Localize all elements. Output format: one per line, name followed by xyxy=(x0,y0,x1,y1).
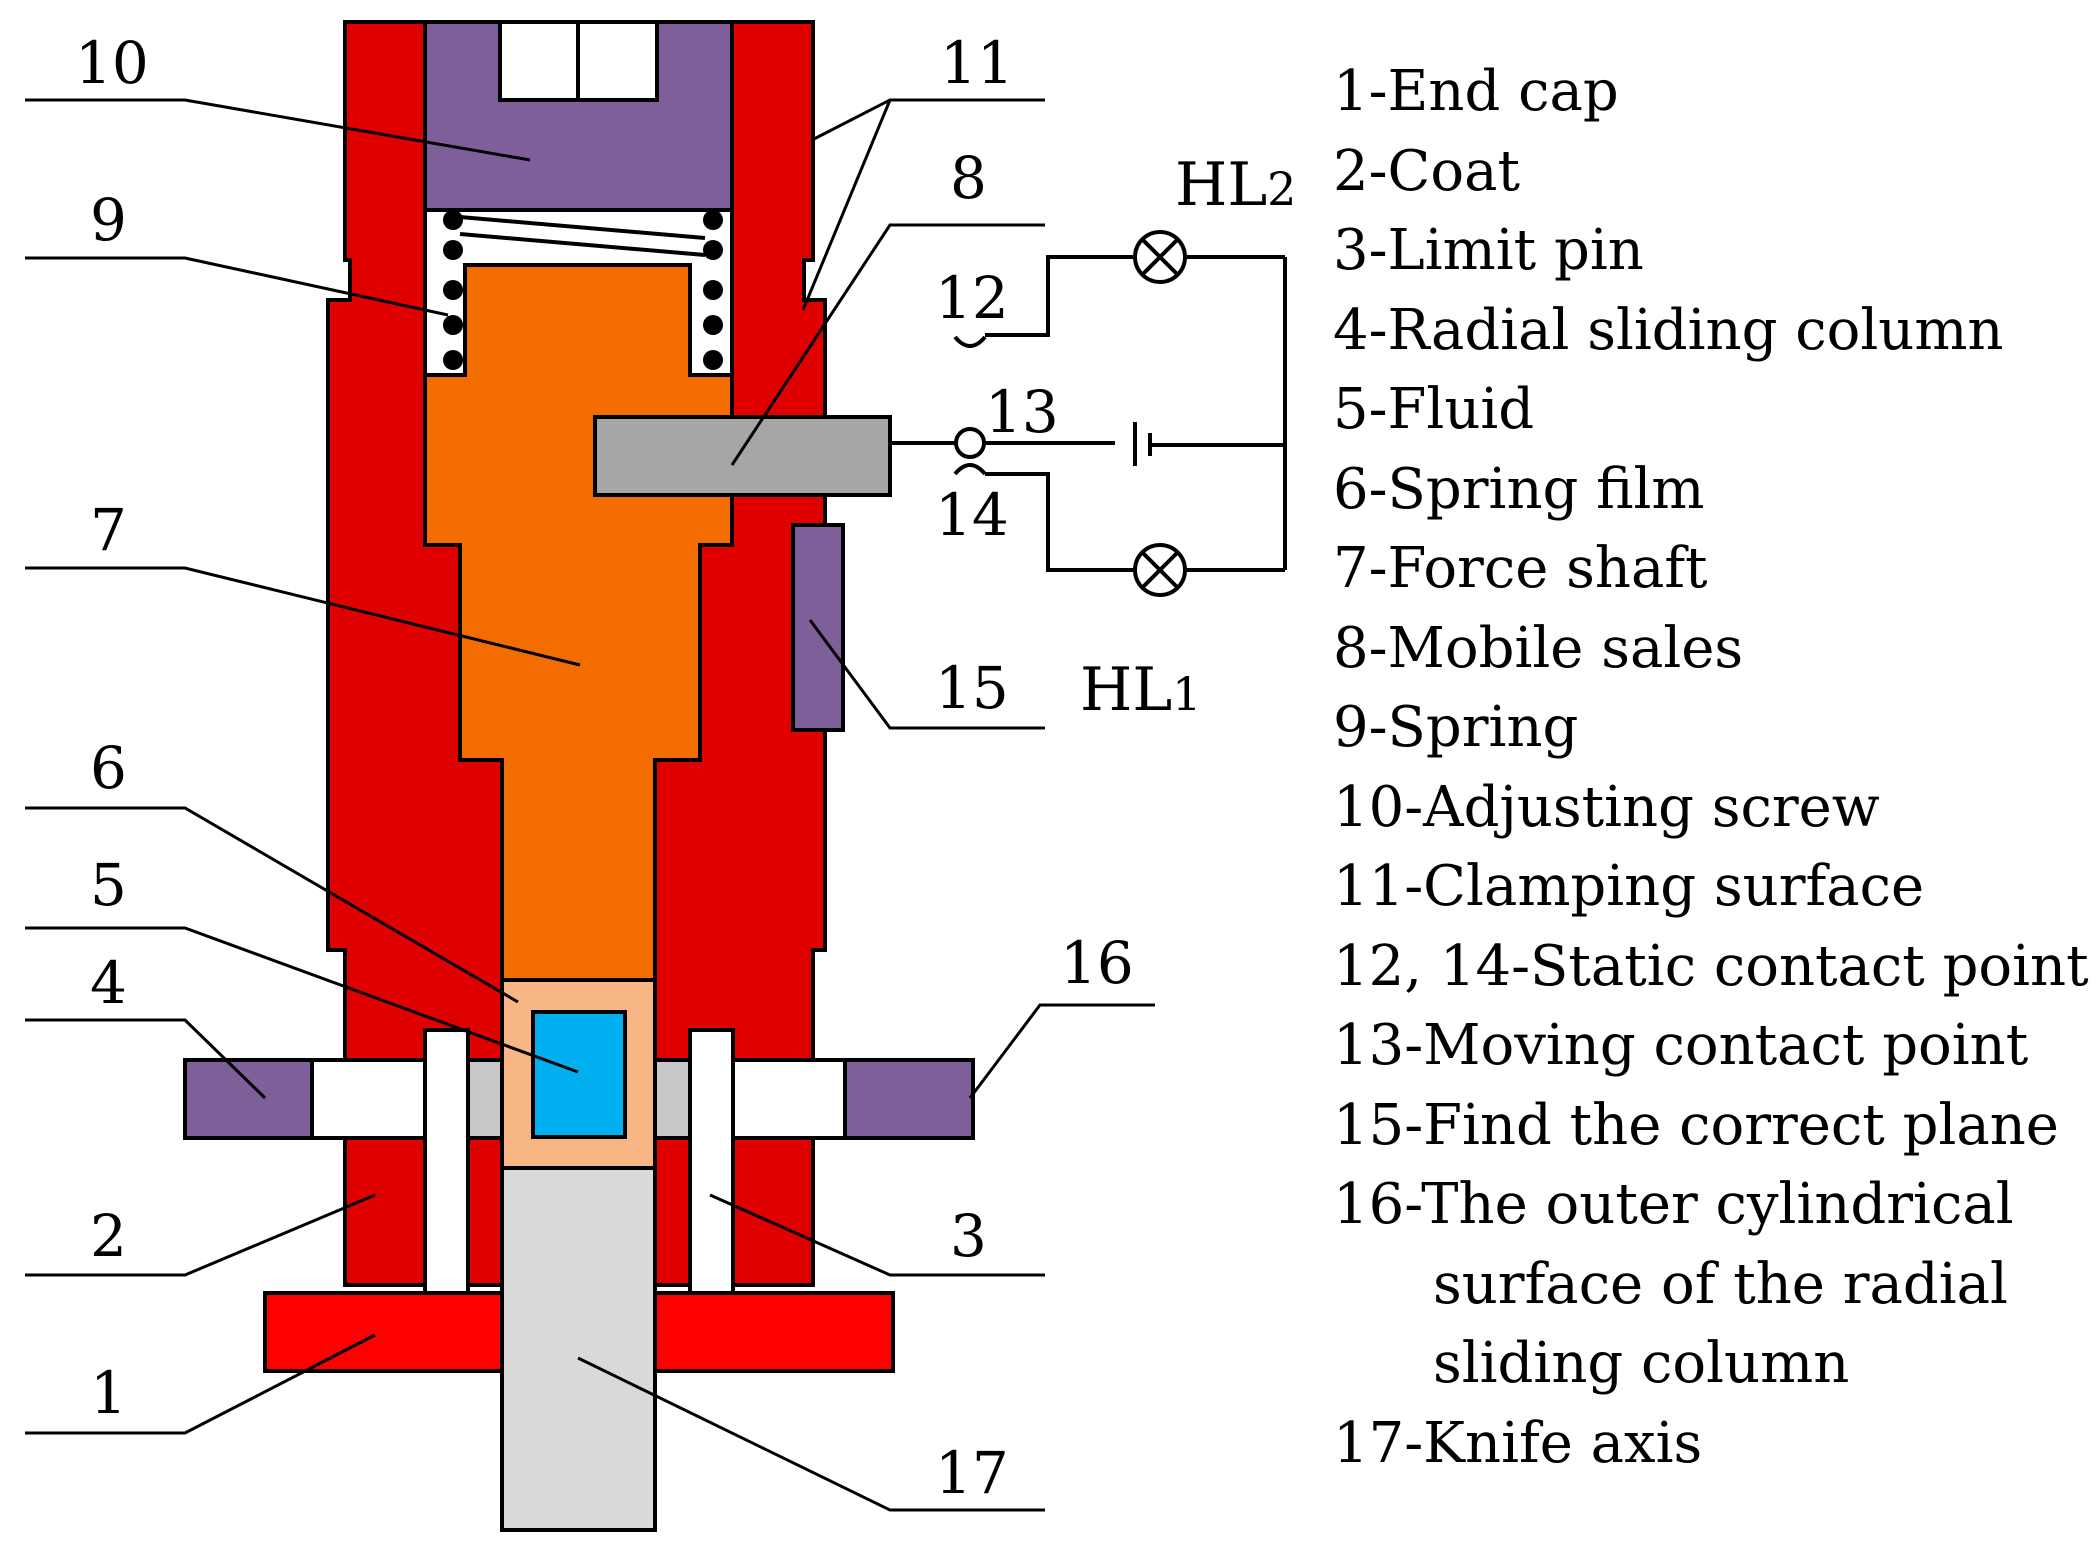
limit-pin-right xyxy=(688,1028,735,1297)
callout-9: 9 xyxy=(90,186,127,254)
legend-item: 8-Mobile sales xyxy=(1333,615,1744,681)
legend-item: 12, 14-Static contact point xyxy=(1333,933,2089,999)
callout-13: 13 xyxy=(985,378,1059,446)
label-hl2: HL2 xyxy=(1175,150,1296,220)
radial-sliding-column-right xyxy=(843,1058,975,1140)
legend-item: 5-Fluid xyxy=(1333,377,1535,442)
callout-12: 12 xyxy=(935,264,1009,332)
legend-item: 4-Radial sliding column xyxy=(1333,297,2004,363)
legend-item: 6-Spring film xyxy=(1333,456,1705,522)
correct-plane-block xyxy=(791,523,845,732)
callout-1: 1 xyxy=(90,1359,127,1427)
callout-11: 11 xyxy=(940,29,1014,97)
callout-numbers: 10 11 9 8 12 13 14 7 15 6 5 16 4 2 3 1 1… xyxy=(75,29,1134,1507)
radial-sliding-column-left xyxy=(183,1058,314,1140)
limit-pin-left xyxy=(423,1028,470,1297)
static-contact-12 xyxy=(953,335,987,348)
callout-16: 16 xyxy=(1060,929,1134,997)
callout-7: 7 xyxy=(90,496,127,564)
parts-legend: 1-End cap 2-Coat 3-Limit pin 4-Radial sl… xyxy=(1333,52,2089,1483)
legend-item: 7-Force shaft xyxy=(1333,536,1708,601)
mobile-pin xyxy=(593,415,892,497)
legend-item: 11-Clamping surface xyxy=(1333,854,1925,919)
spring xyxy=(443,210,723,370)
callout-5: 5 xyxy=(90,851,127,919)
leader-lines xyxy=(25,98,1155,1512)
callout-15: 15 xyxy=(935,654,1009,722)
legend-item: 1-End cap xyxy=(1333,59,1619,124)
callout-6: 6 xyxy=(90,734,127,802)
knife-axis xyxy=(500,1166,657,1532)
legend-item: 15-Find the correct plane xyxy=(1333,1092,2059,1158)
legend-item: 10-Adjusting screw xyxy=(1333,774,1880,840)
lamp-hl2 xyxy=(1133,230,1187,284)
moving-contact-13 xyxy=(954,427,986,459)
callout-10: 10 xyxy=(75,29,149,97)
lamp-hl1 xyxy=(1133,543,1187,597)
legend-item: 16-The outer cylindrical xyxy=(1333,1172,2014,1237)
legend-item-continuation: sliding column xyxy=(1433,1331,1850,1396)
label-hl1: HL1 xyxy=(1080,655,1201,725)
legend-item: 13-Moving contact point xyxy=(1333,1013,2029,1078)
callout-2: 2 xyxy=(90,1202,127,1270)
circuit xyxy=(890,230,1287,597)
legend-item: 3-Limit pin xyxy=(1333,218,1644,283)
callout-3: 3 xyxy=(950,1202,987,1270)
legend-item-continuation: surface of the radial xyxy=(1433,1251,2008,1317)
white-gap-left xyxy=(310,1058,427,1140)
legend-item: 17-Knife axis xyxy=(1333,1410,1703,1476)
legend-item: 9-Spring xyxy=(1333,695,1579,760)
callout-14: 14 xyxy=(935,481,1009,549)
white-gap-right xyxy=(730,1058,847,1140)
fluid xyxy=(531,1010,627,1139)
callout-4: 4 xyxy=(90,949,127,1017)
legend-item: 2-Coat xyxy=(1333,138,1521,204)
static-contact-14 xyxy=(953,463,987,476)
callout-8: 8 xyxy=(950,144,987,212)
callout-17: 17 xyxy=(935,1439,1009,1507)
